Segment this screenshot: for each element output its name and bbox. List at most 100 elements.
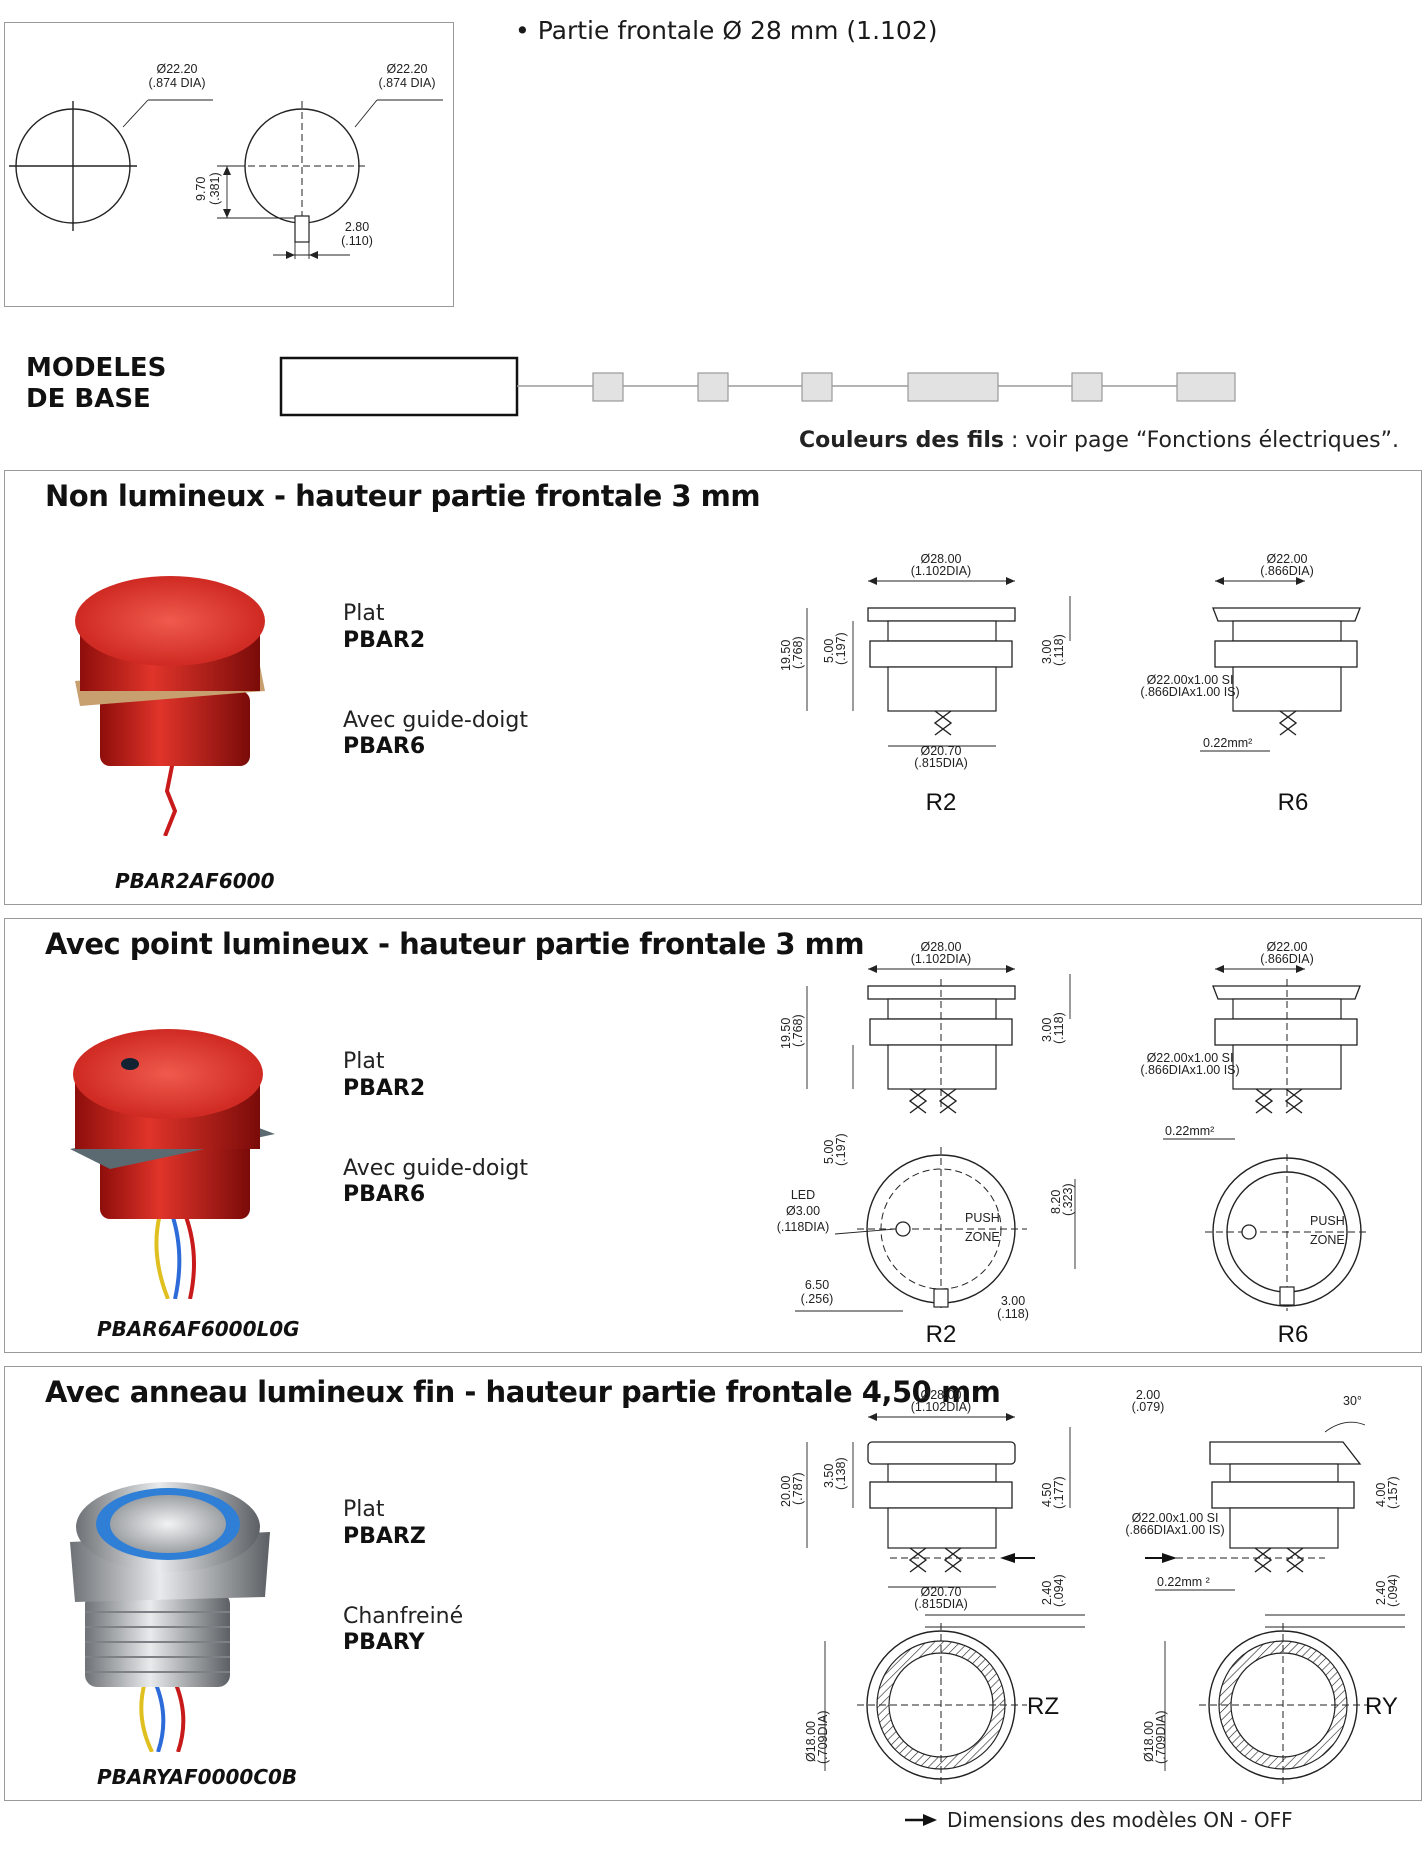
s3-ry-ring-dia-mm: Ø18.00 bbox=[1142, 1721, 1156, 1762]
s1-mid-mm: 5.00 bbox=[822, 639, 836, 663]
section-1-reference: PBAR2AF6000 bbox=[115, 869, 275, 893]
s1-r6-top-mm: Ø22.00 bbox=[1266, 552, 1307, 566]
s2-thread-in: (.866DIAx1.00 IS) bbox=[1140, 1063, 1239, 1077]
s3-wire-gauge: 0.22mm ² bbox=[1157, 1575, 1210, 1589]
s1-thread-mm: Ø22.00x1.00 SI bbox=[1147, 673, 1234, 687]
s2-push-label: PUSH bbox=[965, 1211, 1000, 1225]
product-photo-pbar6-led bbox=[70, 1029, 275, 1299]
section-1-option2-label: Avec guide-doigt bbox=[343, 708, 528, 733]
s3-chamfer-mm: 2.00 bbox=[1136, 1388, 1160, 1402]
s2-height-mm: 19.50 bbox=[779, 1018, 793, 1049]
section-2-reference: PBAR6AF6000L0G bbox=[97, 1317, 300, 1341]
section-1-option2-code: PBAR6 bbox=[343, 734, 426, 759]
s2-led-offset-mm: 6.50 bbox=[805, 1278, 829, 1292]
section-2-option1-code: PBAR2 bbox=[343, 1076, 426, 1101]
section-1-option1-label: Plat bbox=[343, 601, 385, 626]
section-2-drawings: Ø28.00 (1.102DIA) 19.50 (.768) 5.00 (.19… bbox=[777, 940, 1370, 1348]
s3-top-height-mm: 4.50 bbox=[1040, 1483, 1054, 1507]
cutout-dim2-mm: Ø22.20 bbox=[386, 62, 427, 76]
s2-wire-gauge: 0.22mm² bbox=[1165, 1124, 1214, 1138]
code-slot-1 bbox=[592, 372, 624, 402]
s2-drawing-left-label: R2 bbox=[926, 1321, 957, 1348]
s2-led-offset-in: (.256) bbox=[801, 1292, 834, 1306]
s2-drawing-right-label: R6 bbox=[1278, 1321, 1309, 1348]
s3-drawing-right-label: RY bbox=[1365, 1693, 1398, 1720]
wire-colors-note: Couleurs des fils : voir page “Fonctions… bbox=[799, 428, 1399, 453]
s2-led-dia-in: (.118DIA) bbox=[777, 1220, 830, 1234]
s3-height-in: (.787) bbox=[791, 1472, 805, 1505]
section-non-luminous: Non lumineux - hauteur partie frontale 3… bbox=[4, 470, 1422, 905]
s2-top-height-in: (.118) bbox=[1052, 1012, 1066, 1044]
section-3-option1-label: Plat bbox=[343, 1497, 385, 1522]
cutout-dim2-in: (.874 DIA) bbox=[379, 76, 436, 90]
s2-top-dim-in: (1.102DIA) bbox=[911, 952, 971, 966]
s3-ry-height-mm: 4.00 bbox=[1374, 1483, 1388, 1507]
s1-height-in: (.768) bbox=[791, 636, 805, 669]
code-prefix-box bbox=[279, 356, 519, 417]
code-slot-6 bbox=[1176, 372, 1236, 402]
product-photo-pbary bbox=[70, 1482, 270, 1752]
s2-mid-in: (.197) bbox=[834, 1133, 848, 1166]
s2-led-label: LED bbox=[791, 1188, 815, 1202]
s3-ring-dia-mm: Ø18.00 bbox=[804, 1721, 818, 1762]
base-models-title-line1: MODELES bbox=[26, 353, 167, 383]
code-slot-4 bbox=[907, 372, 999, 402]
s2-vert-mm: 8.20 bbox=[1049, 1190, 1063, 1214]
s3-ry-ring-dia-in: (.709DIA) bbox=[1154, 1711, 1168, 1765]
section-3-option1-code: PBARZ bbox=[343, 1524, 426, 1549]
product-photo-pbar2 bbox=[75, 576, 265, 836]
s1-r6-top-in: (.866DIA) bbox=[1260, 564, 1314, 578]
s1-top-dim-mm: Ø28.00 bbox=[920, 552, 961, 566]
s1-wire-gauge: 0.22mm² bbox=[1203, 736, 1252, 750]
s3-mid-in: (.138) bbox=[834, 1457, 848, 1490]
footer-legend: Dimensions des modèles ON - OFF bbox=[905, 1808, 1293, 1832]
section-3-option2-code: PBARY bbox=[343, 1630, 425, 1655]
s2-r6-zone-label: ZONE bbox=[1310, 1233, 1345, 1247]
s2-zone-label: ZONE bbox=[965, 1230, 1000, 1244]
s3-bottom-dim-in: (.815DIA) bbox=[914, 1597, 968, 1611]
section-2-option1-label: Plat bbox=[343, 1049, 385, 1074]
front-part-bullet: • Partie frontale Ø 28 mm (1.102) bbox=[515, 16, 938, 45]
s2-thread-mm: Ø22.00x1.00 SI bbox=[1147, 1051, 1234, 1065]
wire-colors-label: Couleurs des fils bbox=[798, 428, 1004, 453]
section-2-option2-label: Avec guide-doigt bbox=[343, 1156, 528, 1181]
section-2-title: Avec point lumineux - hauteur partie fro… bbox=[45, 927, 865, 961]
s3-top-height-in: (.177) bbox=[1052, 1476, 1066, 1509]
s1-height-mm: 19.50 bbox=[779, 640, 793, 671]
s1-top-height-in: (.118) bbox=[1052, 634, 1066, 666]
s3-top-dim-mm: Ø28.00 bbox=[920, 1388, 961, 1402]
section-3-drawings: Ø28.00 (1.102DIA) Ø20.70 (.815DIA) 20.00… bbox=[779, 1388, 1405, 1787]
s1-mid-in: (.197) bbox=[834, 632, 848, 665]
s3-bottom-dim-mm: Ø20.70 bbox=[920, 1585, 961, 1599]
cutout-height-in: (.381) bbox=[208, 172, 222, 205]
s2-slot-in: (.118) bbox=[997, 1307, 1029, 1321]
cutout-drawing-panel: Ø22.20 (.874 DIA) Ø22.20 (.874 DIA) 9.70… bbox=[4, 22, 454, 307]
cutout-height-mm: 9.70 bbox=[194, 177, 208, 201]
s3-ry-height-in: (.157) bbox=[1386, 1476, 1400, 1509]
s3-ry-ring-height-in: (.094) bbox=[1386, 1574, 1400, 1607]
s3-ring-dia-in: (.709DIA) bbox=[816, 1711, 830, 1765]
cutout-dim1-mm: Ø22.20 bbox=[156, 62, 197, 76]
section-3-option2-label: Chanfreiné bbox=[343, 1604, 464, 1629]
s2-slot-mm: 3.00 bbox=[1001, 1294, 1025, 1308]
s3-thread-in: (.866DIAx1.00 IS) bbox=[1125, 1523, 1224, 1537]
s3-height-mm: 20.00 bbox=[779, 1476, 793, 1507]
s1-bottom-dim-in: (.815DIA) bbox=[914, 756, 968, 770]
cutout-drawing: Ø22.20 (.874 DIA) Ø22.20 (.874 DIA) 9.70… bbox=[9, 62, 443, 259]
s3-top-dim-in: (1.102DIA) bbox=[911, 1400, 971, 1414]
s1-top-dim-in: (1.102DIA) bbox=[911, 564, 971, 578]
s2-height-in: (.768) bbox=[791, 1014, 805, 1047]
s3-drawing-left-label: RZ bbox=[1027, 1693, 1059, 1720]
s3-mid-mm: 3.50 bbox=[822, 1464, 836, 1488]
section-luminous-ring: Avec anneau lumineux fin - hauteur parti… bbox=[4, 1366, 1422, 1801]
s3-chamfer-in: (.079) bbox=[1132, 1400, 1165, 1414]
code-slot-3 bbox=[801, 372, 833, 402]
s2-r6-top-in: (.866DIA) bbox=[1260, 952, 1314, 966]
s3-angle: 30° bbox=[1343, 1394, 1362, 1408]
section-luminous-dot: Avec point lumineux - hauteur partie fro… bbox=[4, 918, 1422, 1353]
s2-top-dim-mm: Ø28.00 bbox=[920, 940, 961, 954]
model-code-diagram bbox=[279, 356, 1236, 417]
s3-thread-mm: Ø22.00x1.00 SI bbox=[1132, 1511, 1219, 1525]
s3-ring-height-mm: 2.40 bbox=[1040, 1581, 1054, 1605]
code-slot-2 bbox=[697, 372, 729, 402]
